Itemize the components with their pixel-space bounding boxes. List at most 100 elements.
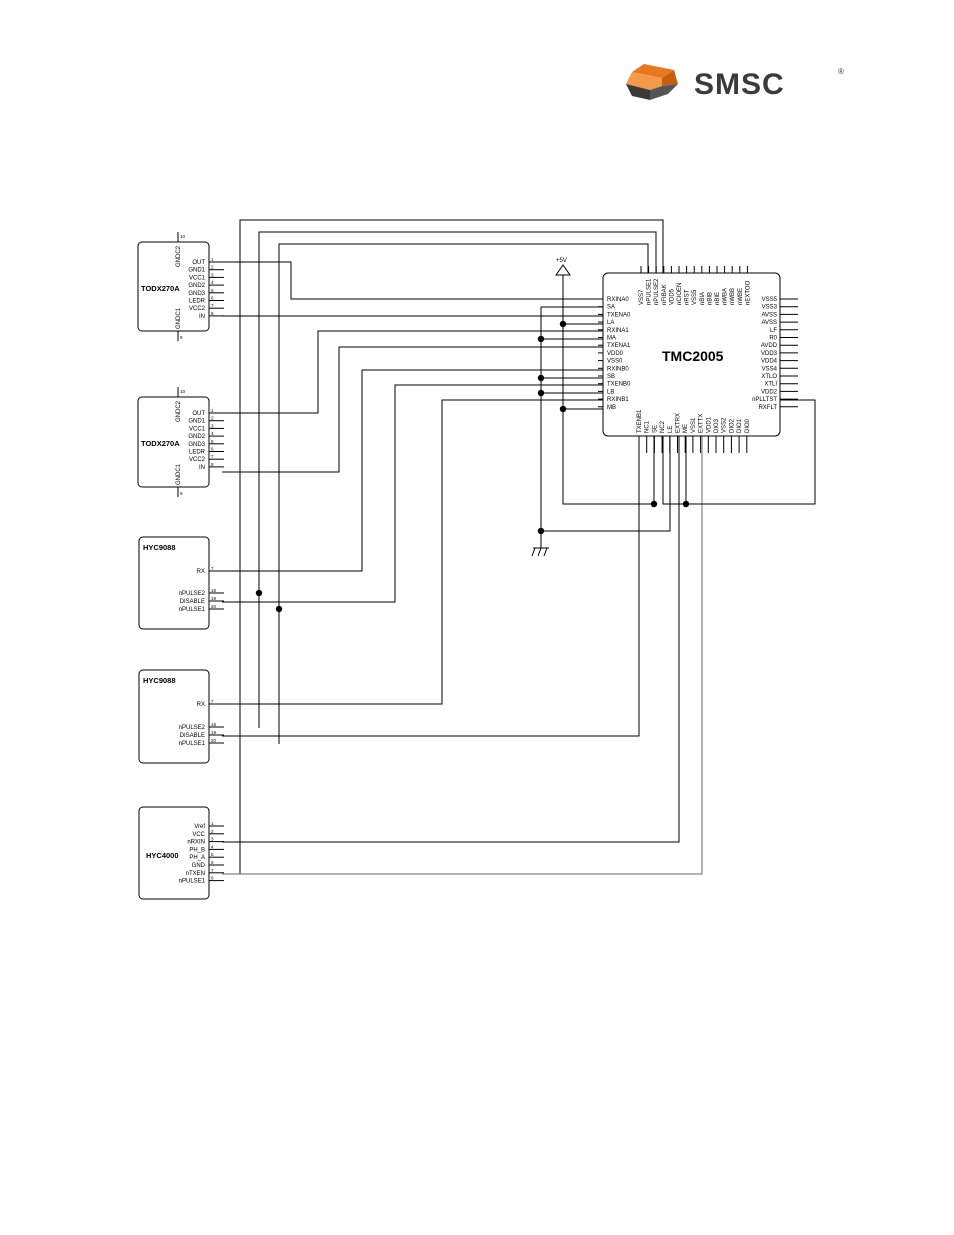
chip-top-pin-label: nPULSE1 <box>647 278 653 305</box>
hyc4000-pin-num: 2 <box>211 829 214 834</box>
hyc4000-pin-label: GND <box>192 863 206 869</box>
chip-top-pin-label: nPULSE2 <box>654 278 660 305</box>
hyc4000-name: HYC4000 <box>146 851 179 860</box>
chip-left-pin-label: RXINA0 <box>607 297 629 303</box>
chip-right-pin-label: RXFLT <box>758 405 777 411</box>
hyc4000-pin-label: VCC <box>192 832 205 838</box>
chip-top-pin-label: nBIA <box>700 292 706 305</box>
supply-label: +5V <box>556 258 567 264</box>
hyc-pin-label: DISABLE <box>180 733 205 739</box>
chip-top-pin-label: nBIE <box>715 292 721 305</box>
chip-left-pin-label: SA <box>607 305 615 311</box>
todx1-body <box>137 241 210 332</box>
hyc4000-pin-label: nTXEN <box>186 871 205 877</box>
wire-hyc4000-ntxen <box>222 436 703 875</box>
chip-left-pin-label: SB <box>607 374 615 380</box>
todx2-bottom-label: GNDC1 <box>176 463 182 485</box>
todx-pin-num: 1 <box>211 257 214 262</box>
chip-bottom-pin-label: ME <box>683 424 689 433</box>
junction-dot <box>650 500 658 508</box>
wire-hyc1-rx <box>222 369 604 572</box>
todx2-bottom-num: 9 <box>180 491 183 496</box>
hyc4000-pin-label: Vref <box>194 824 205 830</box>
chip-bottom-pin-label: SE <box>652 425 658 433</box>
hyc-pin-num: 20 <box>211 604 217 609</box>
hyc-pin-num: 19 <box>211 596 217 601</box>
todx1-name: TODX270A <box>141 284 180 293</box>
chip-name: TMC2005 <box>662 348 724 364</box>
todx270a-2: 10 9 GNDC2 GNDC1 TODX270A OUT1GND12VCC13… <box>137 387 224 497</box>
hyc4000-pin-label: PH_B <box>189 847 205 853</box>
chip-top-pin-label: VDD5 <box>669 288 675 305</box>
chip-right-pin-label: VSS3 <box>762 305 778 311</box>
todx-pin-num: 8 <box>211 311 214 316</box>
chip-bottom-pin-label: TXENB1 <box>637 409 643 433</box>
todx-pin-label: LEDR <box>189 299 206 305</box>
ground-symbol <box>531 547 549 557</box>
logo-registered-mark: ® <box>838 67 844 76</box>
chip-right-pin-label: VDD2 <box>761 389 778 395</box>
wire-hyc2-rx <box>222 399 604 705</box>
chip-bottom-pin-label: DIO3 <box>714 418 720 433</box>
chip-body <box>602 272 781 437</box>
junction-dot <box>559 320 567 328</box>
chip-left-pin-label: VDD0 <box>607 351 624 357</box>
hyc-pin-num: 20 <box>211 738 217 743</box>
junction-dot <box>537 389 545 397</box>
chip-top-pin-label: VSS5 <box>692 289 698 305</box>
chip-left-pin-label: MB <box>607 405 616 411</box>
chip-right-pin-label: VSS4 <box>762 366 778 372</box>
tmc2005-chip: TMC2005 RXINA0SATXENA0LARXINA1MATXENA1VD… <box>598 266 798 453</box>
chip-left-pin-label: TXENA1 <box>607 343 631 349</box>
todx2-name: TODX270A <box>141 439 180 448</box>
todx-pin-num: 2 <box>211 416 214 421</box>
todx-pin-label: VCC1 <box>189 426 206 432</box>
hyc4000-pin-num: 5 <box>211 852 214 857</box>
chip-right-pin-label: VDD4 <box>761 359 778 365</box>
wire-todx2-out <box>222 330 604 414</box>
hyc4000-pin-num: 6 <box>211 860 214 865</box>
chip-right-pin-label: AVSS <box>761 312 777 318</box>
hyc-pin-num: 7 <box>211 566 214 571</box>
todx2-top-num: 10 <box>180 389 186 394</box>
chip-top-pin-label: nWBE <box>738 288 744 305</box>
todx-pin-label: GND3 <box>188 291 205 297</box>
wire-npulse2-bus <box>258 231 657 728</box>
chip-top-pin-label: nRST <box>685 289 691 305</box>
hyc4000-pin-num: 1 <box>211 821 214 826</box>
wire-hyc4000-nrxin <box>222 436 680 843</box>
hyc1-body <box>138 536 210 630</box>
chip-right-pin-label: AVSS <box>761 320 777 326</box>
chip-bottom-pin-label: EXTTX <box>699 414 705 433</box>
todx-pin-label: GND2 <box>188 283 205 289</box>
todx-pin-label: VCC1 <box>189 275 206 281</box>
hyc-pin-num: 18 <box>211 722 217 727</box>
todx-pin-num: 7 <box>211 454 214 459</box>
todx-pin-num: 3 <box>211 272 214 277</box>
chip-bottom-pin-label: EXTRX <box>676 413 682 433</box>
hyc-pin-label: nPULSE1 <box>179 607 206 613</box>
chip-right-pin-label: LF <box>770 328 777 334</box>
hyc4000: HYC4000 Vref1VCC2nRXIN3PH_B4PH_A5GND6nTX… <box>138 806 224 900</box>
hyc-pin-label: nPULSE1 <box>179 741 206 747</box>
todx-pin-label: VCC2 <box>189 306 206 312</box>
chip-bottom-pin-label: VSS2 <box>722 417 728 433</box>
ground-icon <box>531 547 549 557</box>
chip-right-pin-label: VSS5 <box>762 297 778 303</box>
logo-top-facet <box>632 64 674 78</box>
chip-top-pin-label: VSS7 <box>639 289 645 305</box>
supply-arrow-icon <box>555 264 571 276</box>
hyc-pin-label: RX <box>197 569 205 575</box>
junction-dot <box>275 605 283 613</box>
hyc4000-pin-num: 3 <box>211 837 214 842</box>
junction-layer <box>255 320 690 613</box>
chip-top-pin-label: nWBB <box>730 288 736 305</box>
hyc-pin-num: 18 <box>211 588 217 593</box>
